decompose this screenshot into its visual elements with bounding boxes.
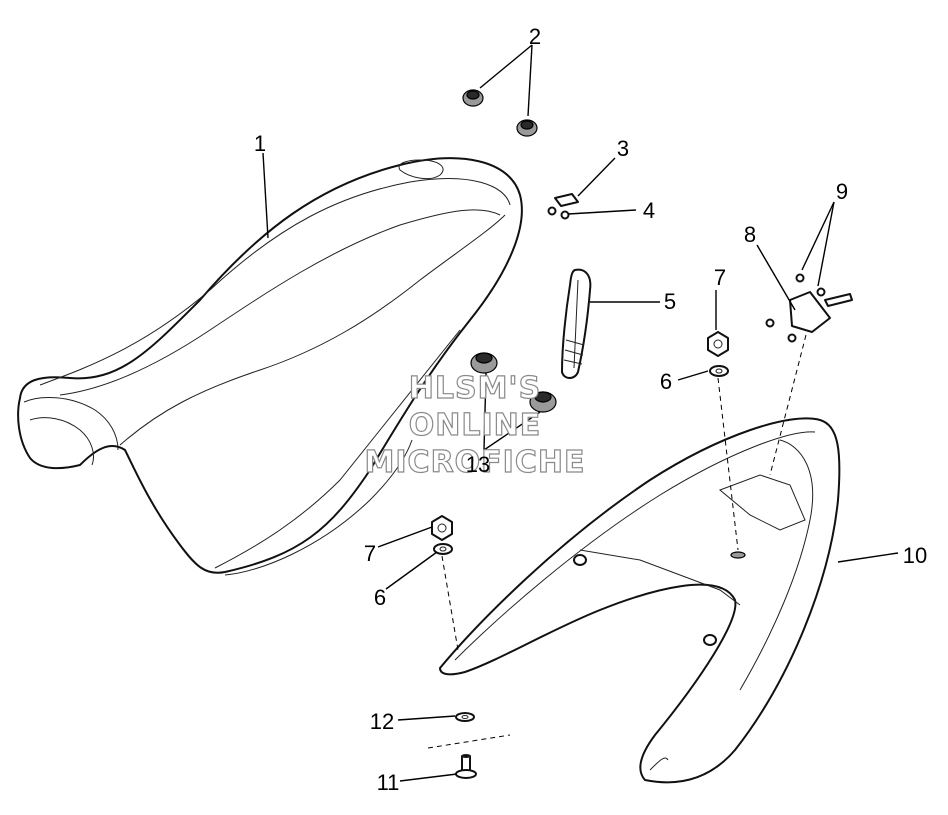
washer-part: [455, 712, 475, 722]
seat-part: [17, 157, 523, 576]
callout-2: 2: [529, 24, 541, 49]
strap-part: [561, 268, 592, 379]
callout-6-upper: 6: [660, 369, 672, 394]
callout-9: 9: [836, 179, 848, 204]
watermark-line-1: HLSM'S: [409, 371, 541, 406]
nut-washer-upper: [707, 331, 729, 377]
bolt-part: [455, 754, 477, 779]
watermark: HLSM'S ONLINE MICROFICHE: [364, 370, 586, 480]
clip-and-screw-part: [547, 193, 579, 220]
callout-13: 13: [466, 452, 490, 477]
callout-6-lower: 6: [374, 585, 386, 610]
callout-5: 5: [664, 289, 676, 314]
callout-4: 4: [643, 198, 655, 223]
callout-10: 10: [903, 543, 927, 568]
grommet-part: [462, 89, 538, 137]
callout-7-lower: 7: [364, 541, 376, 566]
seat-pan-part: [439, 417, 841, 784]
leader-lines: [262, 44, 899, 782]
nut-washer-lower: [431, 515, 453, 555]
callout-labels: 1 2 3 4 5 6 7 8 9 10 7 6 12 11 13: [254, 24, 927, 795]
callout-12: 12: [370, 709, 394, 734]
watermark-line-3: MICROFICHE: [365, 445, 586, 480]
callout-3: 3: [617, 136, 629, 161]
callout-1: 1: [254, 131, 266, 156]
bumper-part: [470, 352, 557, 413]
latch-bracket-part: [765, 273, 853, 343]
callout-8: 8: [744, 222, 756, 247]
watermark-line-2: ONLINE: [409, 408, 542, 443]
callout-11: 11: [377, 770, 400, 795]
callout-7-upper: 7: [714, 265, 726, 290]
